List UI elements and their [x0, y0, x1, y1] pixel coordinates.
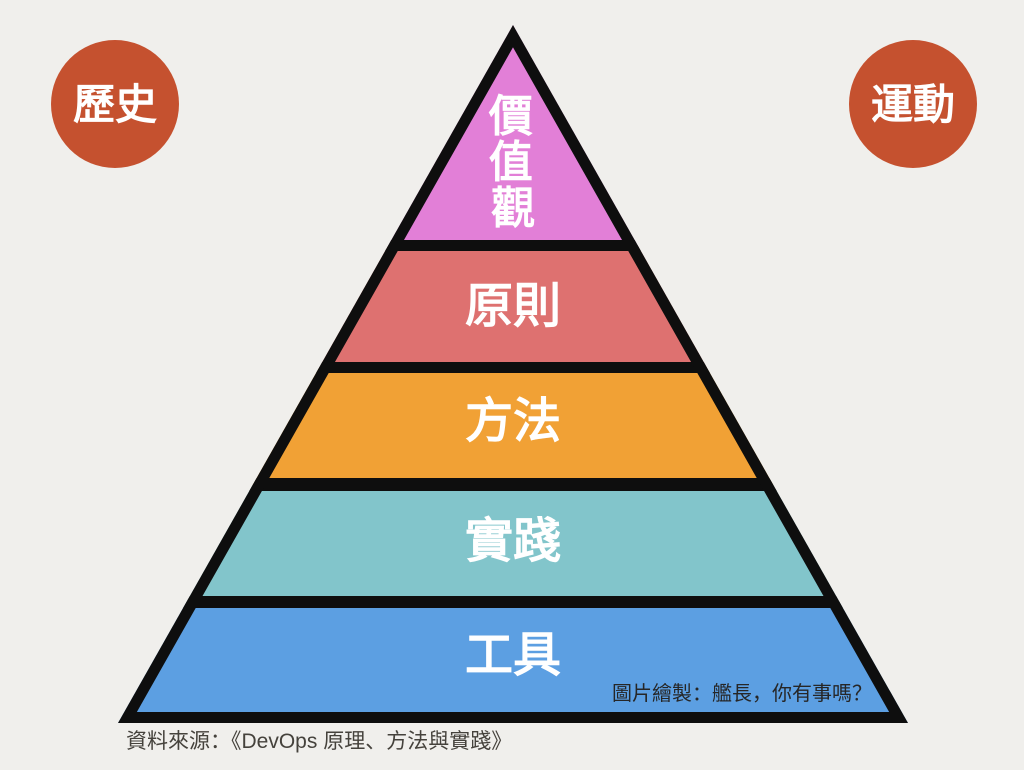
layer-label-values: 價 值 觀 [488, 92, 537, 233]
pyramid-outline [118, 25, 908, 723]
layer-divider [118, 596, 908, 608]
movement-badge-label: 運動 [871, 81, 955, 128]
history-badge-label: 歷史 [73, 81, 157, 128]
layer-divider [118, 362, 908, 373]
layer-label-methods: 方法 [465, 395, 561, 448]
movement-badge: 運動 [849, 40, 977, 168]
credit-text: 圖片繪製：艦長，你有事嗎？ [612, 682, 872, 705]
movement-badge-circle [849, 40, 977, 168]
layer-label-tools: 工具 [465, 629, 561, 682]
layer-label-practices: 實踐 [465, 515, 561, 568]
source-text: 資料來源：《DevOps 原理、方法與實踐》 [126, 730, 512, 753]
layer-label-principles: 原則 [465, 280, 561, 333]
layer-tools [118, 602, 908, 723]
history-badge-circle [51, 40, 179, 168]
layer-divider [118, 240, 908, 251]
layer-divider [118, 478, 908, 491]
history-badge: 歷史 [51, 40, 179, 168]
